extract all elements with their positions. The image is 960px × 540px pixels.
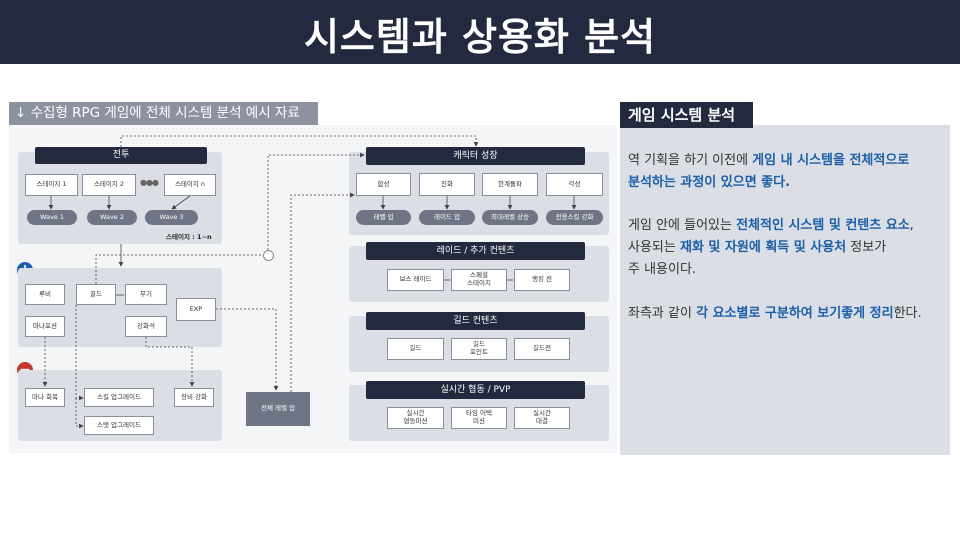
junction-node (263, 250, 274, 261)
mana-recover-box: 마나 회복 (25, 388, 65, 407)
guild-war-box: 길드전 (514, 338, 570, 360)
evolution-box: 진화 (419, 173, 475, 196)
ranking-box: 랭킹 전 (514, 269, 570, 291)
gold-box: 골드 (76, 284, 116, 305)
guild-box: 길드 (387, 338, 444, 360)
wave-1-pill: Wave 1 (27, 210, 77, 225)
exp-box: EXP (176, 298, 216, 321)
diagram-caption: ↓ 수집형 RPG 게임에 전체 시스템 분석 예시 자료 (9, 102, 318, 125)
stage-range-label: 스테이지 : 1~n (166, 233, 212, 241)
weapon-box: 무기 (125, 284, 167, 305)
equip-enhance-box: 장비 강화 (174, 388, 214, 407)
ruby-box: 루비 (25, 284, 65, 305)
realtime-title: 실시간 협동 / PVP (366, 381, 585, 399)
stage-n-box: 스테이지 n (164, 174, 216, 196)
stage-1-box: 스테이지 1 (25, 174, 78, 196)
ellipsis-icon: ●●● (140, 178, 159, 187)
analysis-title: 게임 시스템 분석 (620, 102, 753, 128)
paragraph-3: 좌측과 같이 각 요소별로 구분하여 보기좋게 정리한다. (628, 306, 922, 321)
battle-title: 전투 (35, 147, 207, 164)
stage-2-box: 스테이지 2 (82, 174, 136, 196)
mana-potion-box: 마나포션 (25, 316, 65, 337)
paragraph-2: 게임 안에 들어있는 전체적인 시스템 및 컨텐츠 요소, 사용되는 재화 및 … (628, 218, 914, 277)
raid-up-pill: 레이드 업 (419, 210, 475, 225)
max-level-pill: 최대레벨 상승 (482, 210, 538, 225)
header-bar: 시스템과 상용화 분석 (0, 0, 960, 64)
boss-raid-box: 보스 레이드 (387, 269, 444, 291)
enhance-stone-box: 강화석 (125, 316, 167, 337)
analysis-panel: 역 기획을 하기 이전에 게임 내 시스템을 전체적으로 분석하는 과정이 있으… (620, 125, 950, 455)
raid-title: 레이드 / 추가 컨텐츠 (366, 242, 585, 260)
page-title: 시스템과 상용화 분석 (303, 15, 657, 59)
paragraph-1: 역 기획을 하기 이전에 게임 내 시스템을 전체적으로 분석하는 과정이 있으… (628, 153, 910, 190)
stat-upgrade-box: 스탯 업그레이드 (84, 416, 154, 435)
level-up-pill: 레벨 업 (356, 210, 411, 225)
skill-upgrade-box: 스킬 업그레이드 (84, 388, 154, 407)
level-up-box: 전체 레벨 업 (246, 392, 310, 426)
wave-2-pill: Wave 2 (87, 210, 137, 225)
wave-3-pill: Wave 3 (145, 210, 198, 225)
skill-enhance-pill: 전용스킬 강화 (546, 210, 603, 225)
guild-title: 길드 컨텐츠 (366, 312, 585, 330)
synthesis-box: 합성 (356, 173, 411, 196)
character-title: 캐릭터 성장 (366, 147, 585, 165)
limit-break-box: 한계돌파 (482, 173, 538, 196)
awaken-box: 각성 (546, 173, 603, 196)
